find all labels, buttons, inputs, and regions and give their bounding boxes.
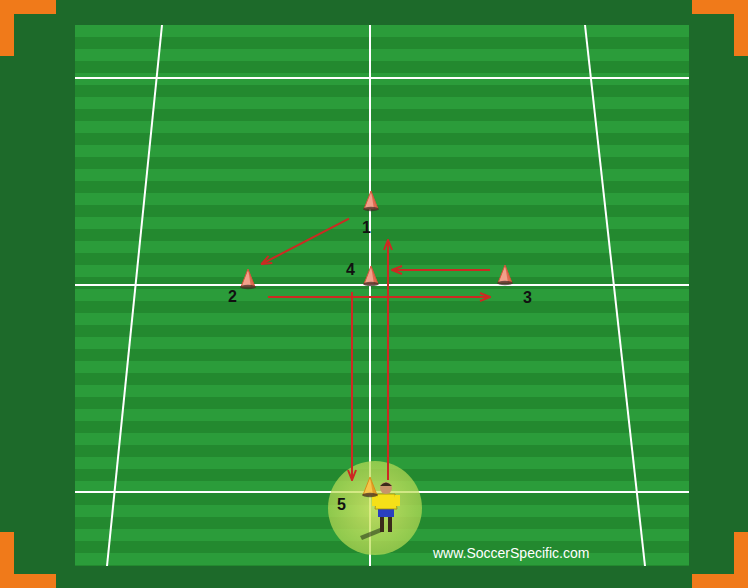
run-arrow [387,240,389,480]
cone-marker: 5 [335,480,405,524]
cone-number: 3 [523,289,532,307]
run-arrow [392,269,490,271]
run-arrow [351,292,353,480]
cone-marker: 1 [349,186,393,240]
cone-number: 5 [337,496,346,514]
cone-marker: 3 [490,260,538,308]
cone-number: 1 [362,219,371,237]
cone-symbol [362,190,380,212]
cone-symbol [239,268,257,290]
cone-marker: 4 [344,258,392,292]
cone-number: 2 [228,288,237,306]
run-arrow [262,219,349,264]
cone-symbol [496,264,514,286]
cone-number: 4 [346,261,355,279]
pitch-lines [75,25,689,566]
cone-symbol [362,265,380,287]
run-arrow [268,296,490,298]
cone-marker: 2 [222,264,268,306]
cone-symbol [361,476,379,498]
player-highlight [328,461,422,555]
pitch [75,25,689,566]
watermark: www.SoccerSpecific.com [433,545,589,561]
